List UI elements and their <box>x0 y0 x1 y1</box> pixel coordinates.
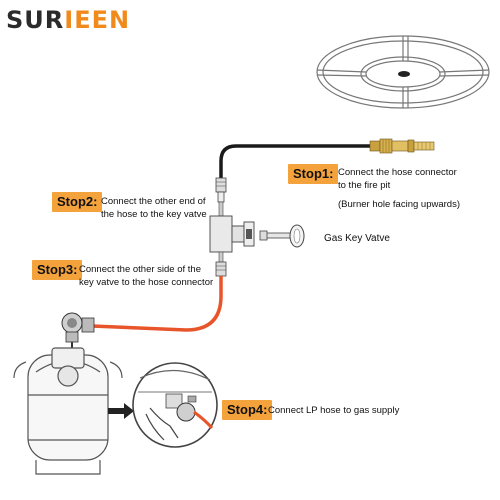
lp-regulator <box>61 312 95 355</box>
fire-ring-burner <box>316 35 490 109</box>
step4-description: Connect LP hose to gas supply <box>268 405 400 416</box>
brand-logo: SURIEEN <box>6 6 130 34</box>
step1-note: (Burner hole facing upwards) <box>338 199 460 210</box>
upper-flare-fitting <box>215 177 227 203</box>
step3-line2: key vatve to the hose connector <box>79 277 214 288</box>
step4-badge: Stop4: <box>222 400 273 420</box>
step1-line1: Connect the hose connector <box>338 167 457 178</box>
brass-hose-connector <box>369 138 435 154</box>
gas-key <box>259 224 305 248</box>
step3-description: Connect the other side of the key vatve … <box>79 263 224 289</box>
gas-key-valve-label: Gas Key Vatve <box>324 233 390 244</box>
propane-tank <box>13 347 123 475</box>
step1-description: Connect the hose connector to the fire p… <box>338 166 498 211</box>
brand-name-orange: IEEN <box>64 6 131 34</box>
step2-line2: the hose to the key vatve <box>101 209 207 220</box>
step3-line1: Connect the other side of the <box>79 264 201 275</box>
close-up-detail <box>132 362 218 448</box>
step3-badge: Stop3: <box>32 260 83 280</box>
step1-line2: to the fire pit <box>338 180 391 191</box>
black-hose <box>219 144 374 178</box>
step2-description: Connect the other end of the hose to the… <box>101 195 221 221</box>
step1-badge: Stop1: <box>288 164 339 184</box>
brand-name-dark: SUR <box>6 6 65 34</box>
burner-inlet-hole <box>398 71 410 77</box>
connect-arrow <box>108 403 134 419</box>
step2-badge: Stop2: <box>52 192 103 212</box>
orange-lp-hose <box>91 276 223 332</box>
valve-body <box>209 201 255 263</box>
step2-line1: Connect the other end of <box>101 196 206 207</box>
